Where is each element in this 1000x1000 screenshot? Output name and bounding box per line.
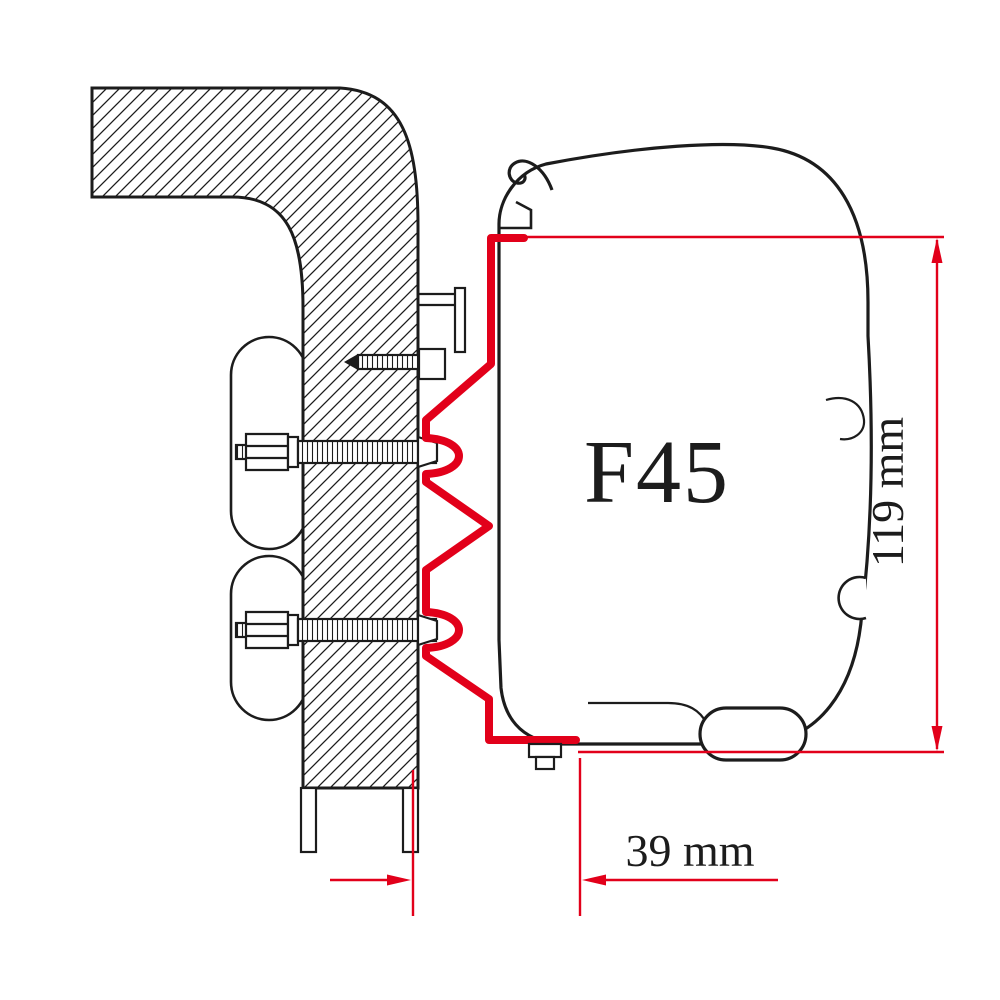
bolt-nut-top — [244, 432, 290, 472]
arrow-right-icon — [387, 874, 411, 886]
bracket-bottom-bolt — [527, 742, 563, 771]
rail-flange-lines — [418, 292, 459, 307]
wall-bottom-rail-right — [401, 786, 420, 854]
awning-roller-foot — [698, 706, 808, 762]
rail-screw-tip — [344, 354, 358, 370]
depth-dimension: 39 mm — [330, 758, 778, 916]
awning-hook-icon — [507, 159, 554, 191]
bottom-bolt-washer — [527, 742, 563, 759]
bolt-nut-facets-top — [246, 444, 288, 460]
mounting-bolt-bottom — [234, 610, 439, 650]
arrow-left-icon — [582, 874, 606, 886]
rail-screw-shaft — [356, 353, 422, 371]
backing-pads — [229, 335, 309, 722]
mounting-bolt-top — [234, 432, 439, 472]
adapter-bracket-profile — [422, 234, 580, 744]
awning-mount-tab — [499, 200, 533, 230]
wall-cross-section — [90, 86, 420, 854]
rail-clamp-block — [417, 347, 447, 381]
bolt-exit-washer-bottom — [416, 613, 439, 647]
bolt-shaft-bottom — [296, 617, 438, 643]
bolt-nut-bottom — [244, 610, 290, 650]
awning-model-label: F45 — [584, 423, 730, 522]
rail-channel-bar — [453, 286, 467, 354]
height-dimension: 119 mm — [524, 235, 944, 754]
wall-hatched-body — [90, 86, 420, 790]
bolt-nut-facets-bottom — [246, 622, 288, 638]
depth-dimension-label: 39 mm — [625, 825, 754, 876]
wall-bottom-rail-left — [299, 786, 318, 854]
bolt-shaft-top — [296, 439, 438, 465]
awning-seam-detail — [825, 396, 866, 441]
arrow-down-icon — [931, 726, 943, 751]
awning-body: F45 — [497, 142, 873, 762]
bottom-bolt-nut — [534, 755, 556, 771]
awning-notch-detail — [837, 575, 867, 621]
bolt-washer-bottom — [286, 613, 300, 647]
arrow-up-icon — [931, 238, 943, 263]
wall-rail-detail — [344, 286, 467, 381]
bolt-washer-top — [286, 435, 300, 469]
height-dimension-label: 119 mm — [862, 417, 913, 568]
